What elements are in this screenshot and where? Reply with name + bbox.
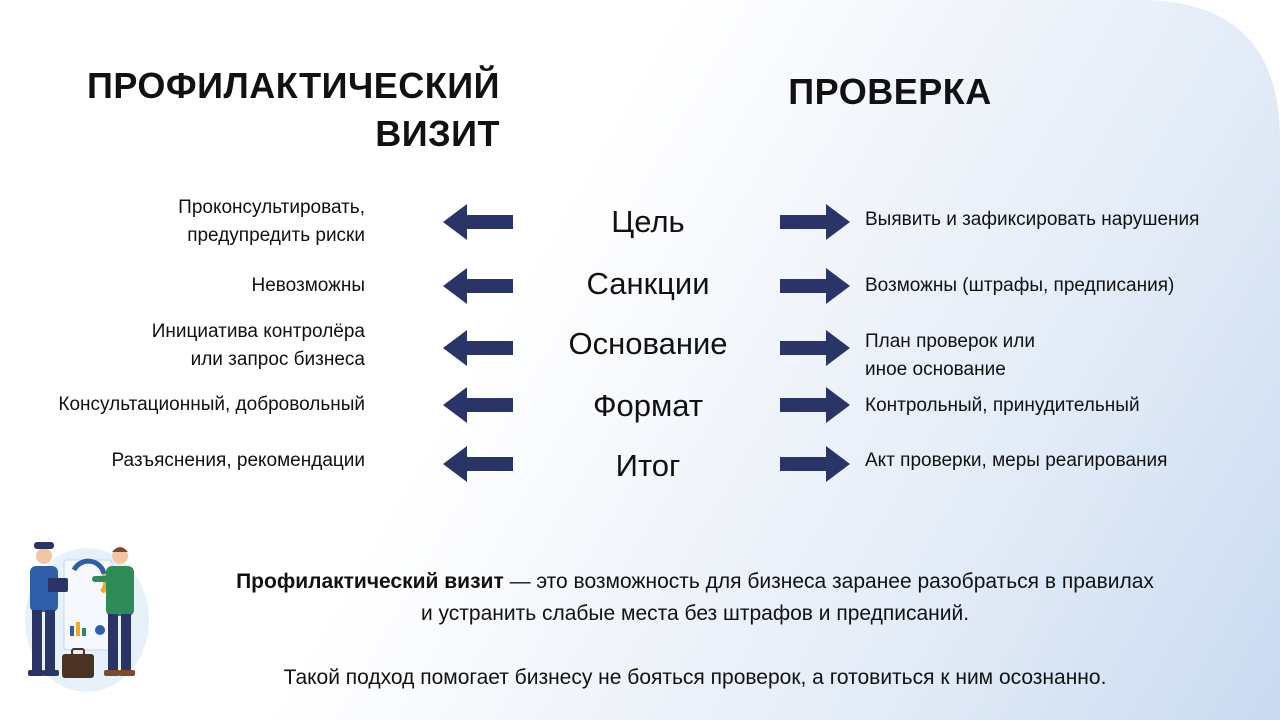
comparison-row-goal: Проконсультировать, предупредить риски Ц… [0,192,1280,252]
left-text-line: или запрос бизнеса [190,349,365,370]
left-text-line: Инициатива контролёра [151,321,365,342]
center-label-basis: Основание [568,326,728,361]
arrow-right-icon [780,202,850,242]
summary-bold-term: Профилактический визит [236,570,504,593]
arrow-left-icon [443,444,513,484]
left-text-result: Разъяснения, рекомендации [0,447,365,475]
left-text-line: Консультационный, добровольный [58,394,365,415]
arrow-right-icon [780,328,850,368]
left-text-line: Разъяснения, рекомендации [111,450,365,471]
right-text-line: План проверок или [865,331,1035,352]
right-text-line: Выявить и зафиксировать нарушения [865,209,1200,230]
arrow-left-icon [443,385,513,425]
arrow-left-icon [443,202,513,242]
comparison-row-format: Консультационный, добровольный Формат Ко… [0,382,1280,442]
summary-line-2: и устранить слабые места без штрафов и п… [420,602,970,625]
center-label-result: Итог [615,448,681,483]
summary-line-3: Такой подход помогает бизнесу не бояться… [283,666,1107,689]
corner-decoration [1140,0,1280,140]
comparison-row-result: Разъяснения, рекомендации Итог Акт прове… [0,440,1280,500]
left-text-goal: Проконсультировать, предупредить риски [0,194,365,250]
summary-line-1-rest: — это возможность для бизнеса заранее ра… [503,570,1154,593]
summary-line-1: Профилактический визит — это возможность… [160,566,1230,598]
right-text-line: Акт проверки, меры реагирования [865,450,1168,471]
right-text-basis: План проверок или иное основание [865,328,1265,384]
comparison-row-basis: Инициатива контролёра или запрос бизнеса… [0,318,1280,380]
right-text-line: Контрольный, принудительный [865,395,1140,416]
arrow-left-icon [443,266,513,306]
left-text-line: Невозможны [251,275,365,296]
right-text-sanctions: Возможны (штрафы, предписания) [865,272,1265,300]
arrow-right-icon [780,266,850,306]
title-preventive-visit: ПРОФИЛАКТИЧЕСКИЙ ВИЗИТ [60,62,500,158]
left-text-format: Консультационный, добровольный [0,391,365,419]
title-inspection: ПРОВЕРКА [788,71,992,112]
title-left-line2: ВИЗИТ [375,113,500,154]
center-label-goal: Цель [611,204,685,239]
right-text-result: Акт проверки, меры реагирования [865,447,1265,475]
left-text-line: предупредить риски [187,225,365,246]
inspector-and-businessman-illustration [12,530,152,695]
left-text-line: Проконсультировать, [178,197,365,218]
right-text-format: Контрольный, принудительный [865,392,1265,420]
arrow-left-icon [443,328,513,368]
left-text-sanctions: Невозможны [0,272,365,300]
center-label-format: Формат [592,388,704,423]
arrow-right-icon [780,385,850,425]
comparison-row-sanctions: Невозможны Санкции Возможны (штрафы, пре… [0,262,1280,322]
right-text-line: иное основание [865,359,1006,380]
left-text-basis: Инициатива контролёра или запрос бизнеса [0,318,365,374]
right-text-line: Возможны (штрафы, предписания) [865,275,1175,296]
right-text-goal: Выявить и зафиксировать нарушения [865,206,1265,234]
title-left-line1: ПРОФИЛАКТИЧЕСКИЙ [86,65,500,106]
arrow-right-icon [780,444,850,484]
center-label-sanctions: Санкции [586,266,710,301]
